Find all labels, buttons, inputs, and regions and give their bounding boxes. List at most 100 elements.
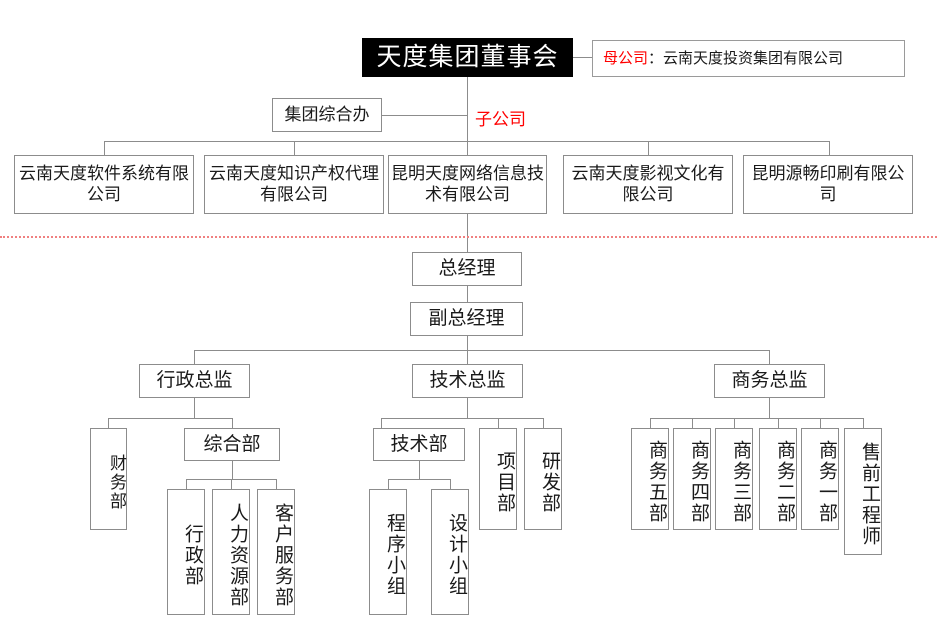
connector-drop-business-5 xyxy=(820,418,821,428)
connector-tech-bar xyxy=(381,418,543,419)
business-dept-3-box[interactable]: 商务三部 xyxy=(715,428,753,530)
business-dept-3-label: 商务三部 xyxy=(730,440,752,524)
subsidiary-box-4[interactable]: 云南天度影视文化有限公司 xyxy=(563,155,733,214)
connector-drop-director-3 xyxy=(769,350,770,364)
admin-dept-box[interactable]: 行政部 xyxy=(167,489,205,615)
director-label-admin: 行政总监 xyxy=(156,369,233,392)
connector-general-affairs-drop xyxy=(232,461,233,479)
connector-drop-presales xyxy=(863,418,864,428)
connector-business-drop xyxy=(769,398,770,418)
subsidiary-box-2[interactable]: 云南天度知识产权代理有限公司 xyxy=(204,155,384,214)
business-dept-4-box[interactable]: 商务四部 xyxy=(673,428,711,530)
group-office-label: 集团综合办 xyxy=(284,104,370,125)
general-manager-label: 总经理 xyxy=(438,257,496,280)
connector-drop-ga-3 xyxy=(276,479,277,489)
parent-company-note-box: 母公司：云南天度投资集团有限公司 xyxy=(592,40,905,77)
deputy-general-manager-label: 副总经理 xyxy=(428,307,505,330)
connector-drop-ga-1 xyxy=(186,479,187,489)
rd-dept-label: 研发部 xyxy=(539,450,561,514)
subsidiary-label-1: 云南天度软件系统有限公司 xyxy=(19,163,189,205)
deputy-general-manager-box[interactable]: 副总经理 xyxy=(410,302,523,336)
general-affairs-label: 综合部 xyxy=(203,432,261,455)
design-team-label: 设计小组 xyxy=(446,513,468,597)
subsidiary-box-1[interactable]: 云南天度软件系统有限公司 xyxy=(14,155,194,214)
connector-drop-project-dept xyxy=(498,418,499,428)
connector-tech-dept-bar xyxy=(388,479,450,480)
director-box-business[interactable]: 商务总监 xyxy=(714,364,825,398)
finance-dept-box[interactable]: 财务部 xyxy=(90,428,127,530)
connector-drop-director-1 xyxy=(194,350,195,364)
project-dept-label: 项目部 xyxy=(494,450,516,514)
program-team-label: 程序小组 xyxy=(384,513,406,597)
subsidiary-box-3[interactable]: 昆明天度网络信息技术有限公司 xyxy=(388,155,547,214)
connector-drop-business-3 xyxy=(734,418,735,428)
program-team-box[interactable]: 程序小组 xyxy=(369,489,407,615)
connector-admin-bar xyxy=(108,418,232,419)
connector-drop-subsidiary-3 xyxy=(467,141,468,155)
director-box-admin[interactable]: 行政总监 xyxy=(139,364,250,398)
connector-dgm-drop xyxy=(467,336,468,350)
business-dept-2-box[interactable]: 商务二部 xyxy=(759,428,797,530)
presales-engineer-box[interactable]: 售前工程师 xyxy=(844,428,882,555)
tech-dept-label: 技术部 xyxy=(390,432,448,455)
general-manager-box[interactable]: 总经理 xyxy=(412,252,522,286)
root-board-label: 天度集团董事会 xyxy=(376,42,559,72)
section-divider xyxy=(0,236,937,238)
director-label-tech: 技术总监 xyxy=(429,369,506,392)
general-affairs-box[interactable]: 综合部 xyxy=(184,428,280,461)
connector-group-office-to-trunk xyxy=(382,115,467,116)
connector-gm-to-dgm xyxy=(467,286,468,302)
business-dept-5-box[interactable]: 商务五部 xyxy=(631,428,669,530)
parent-company-prefix: 母公司 xyxy=(603,49,649,68)
connector-director-bar xyxy=(194,350,769,351)
connector-admin-drop xyxy=(194,398,195,418)
director-label-business: 商务总监 xyxy=(731,369,808,392)
group-office-box[interactable]: 集团综合办 xyxy=(272,98,382,132)
business-dept-5-label: 商务五部 xyxy=(646,440,668,524)
presales-engineer-label: 售前工程师 xyxy=(859,442,881,547)
connector-drop-program-team xyxy=(388,479,389,489)
subsidiary-label-3: 昆明天度网络信息技术有限公司 xyxy=(391,163,544,205)
business-dept-4-label: 商务四部 xyxy=(688,440,710,524)
admin-dept-label: 行政部 xyxy=(182,523,204,587)
connector-drop-finance xyxy=(108,418,109,428)
connector-drop-rd-dept xyxy=(543,418,544,428)
business-dept-2-label: 商务二部 xyxy=(774,440,796,524)
customer-service-dept-label: 客户服务部 xyxy=(272,502,294,608)
connector-business-bar xyxy=(650,418,863,419)
connector-drop-tech-dept xyxy=(381,418,382,428)
finance-dept-label: 财务部 xyxy=(106,453,126,511)
subsidiary-box-5[interactable]: 昆明源畅印刷有限公司 xyxy=(743,155,913,214)
hr-dept-label: 人力资源部 xyxy=(227,502,249,608)
director-box-tech[interactable]: 技术总监 xyxy=(412,364,523,398)
hr-dept-box[interactable]: 人力资源部 xyxy=(212,489,250,615)
connector-drop-business-2 xyxy=(692,418,693,428)
connector-tech-dept-drop xyxy=(419,461,420,479)
connector-drop-business-1 xyxy=(650,418,651,428)
connector-tech-drop xyxy=(467,398,468,418)
connector-drop-subsidiary-4 xyxy=(648,141,649,155)
tech-dept-box[interactable]: 技术部 xyxy=(373,428,465,461)
connector-drop-general-affairs xyxy=(232,418,233,428)
business-dept-1-label: 商务一部 xyxy=(816,440,838,524)
parent-company-body: ：云南天度投资集团有限公司 xyxy=(648,49,844,68)
connector-drop-design-team xyxy=(450,479,451,489)
rd-dept-box[interactable]: 研发部 xyxy=(524,428,562,530)
project-dept-box[interactable]: 项目部 xyxy=(479,428,517,530)
connector-root-to-parent-note xyxy=(573,57,593,58)
customer-service-dept-box[interactable]: 客户服务部 xyxy=(257,489,295,615)
subsidiary-label-2: 云南天度知识产权代理有限公司 xyxy=(209,163,379,205)
subsidiary-label-5: 昆明源畅印刷有限公司 xyxy=(751,163,905,205)
connector-drop-ga-2 xyxy=(231,479,232,489)
subsidiary-label-4: 云南天度影视文化有限公司 xyxy=(571,163,725,205)
root-board-box[interactable]: 天度集团董事会 xyxy=(362,38,573,77)
connector-drop-subsidiary-5 xyxy=(829,141,830,155)
connector-root-trunk xyxy=(467,77,468,155)
connector-drop-subsidiary-1 xyxy=(104,141,105,155)
business-dept-1-box[interactable]: 商务一部 xyxy=(801,428,839,530)
design-team-box[interactable]: 设计小组 xyxy=(431,489,469,615)
subsidiary-tag-label: 子公司 xyxy=(472,105,529,130)
connector-drop-director-2 xyxy=(467,350,468,364)
connector-trunk-to-general-manager xyxy=(467,214,468,252)
